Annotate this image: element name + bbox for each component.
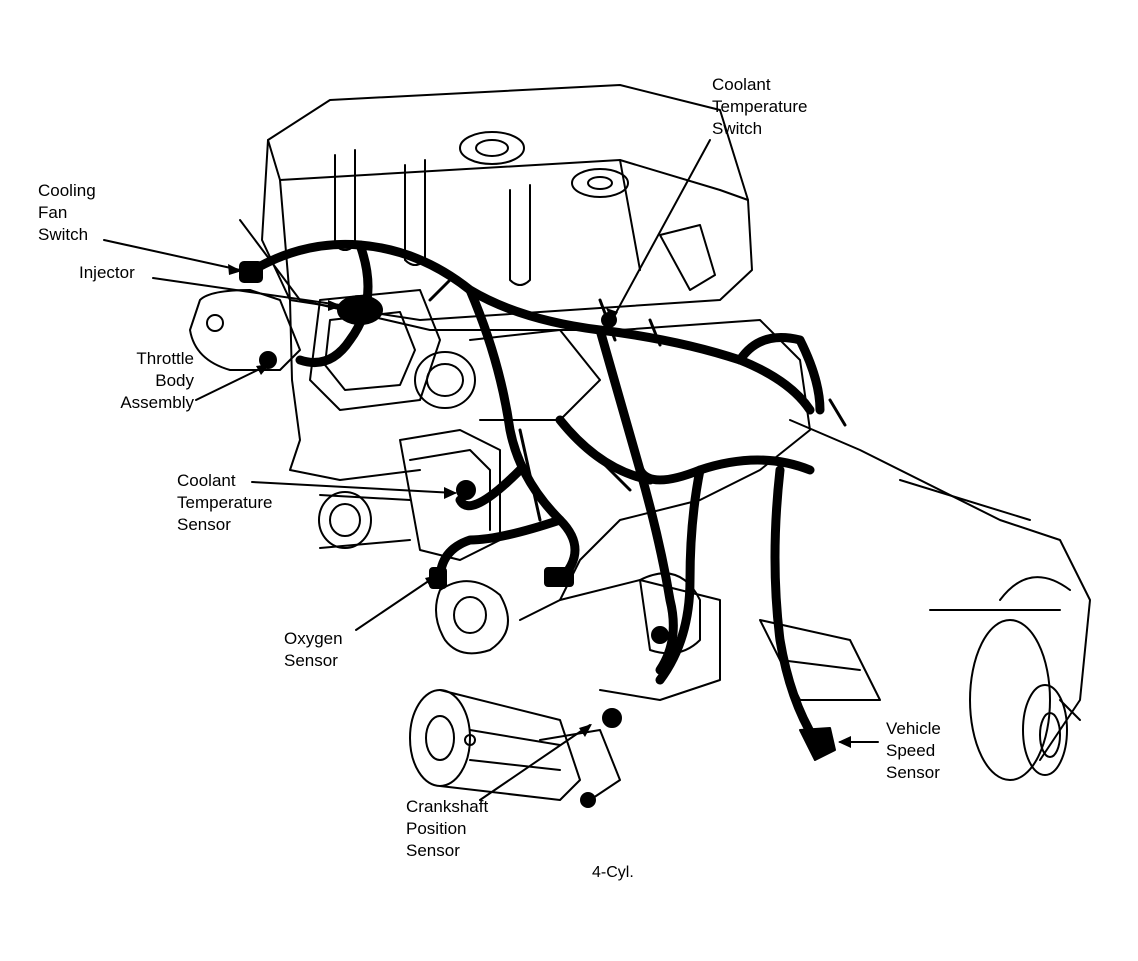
- label-line: Assembly: [120, 393, 194, 412]
- label-line: Sensor: [406, 841, 460, 860]
- label-line: Vehicle: [886, 719, 941, 738]
- cooling-fan-switch-label: Cooling Fan Switch: [38, 180, 96, 246]
- label-line: Speed: [886, 741, 936, 760]
- label-line: Coolant: [712, 75, 771, 94]
- label-line: Cooling: [38, 181, 96, 200]
- leader-lines: [103, 139, 879, 801]
- label-line: Sensor: [177, 515, 231, 534]
- throttle-body-assembly-label: Throttle Body Assembly: [100, 348, 194, 414]
- diagram-caption: 4-Cyl.: [592, 864, 634, 881]
- coolant-temperature-sensor-label: Coolant Temperature Sensor: [177, 470, 272, 536]
- label-line: Position: [406, 819, 467, 838]
- label-line: Sensor: [886, 763, 940, 782]
- label-line: Throttle: [136, 349, 194, 368]
- label-line: Switch: [712, 119, 763, 138]
- engine-block: [189, 219, 811, 701]
- label-line: Temperature: [177, 493, 273, 512]
- crankshaft-position-sensor-label: Crankshaft Position Sensor: [406, 796, 488, 862]
- oxygen-sensor-label: Oxygen Sensor: [284, 628, 343, 672]
- leader-arrowheads: [228, 264, 851, 748]
- vehicle-speed-sensor-label: Vehicle Speed Sensor: [886, 718, 941, 784]
- label-line: Sensor: [284, 651, 338, 670]
- wiring-harness: [240, 239, 825, 745]
- label-line: Body: [155, 371, 194, 390]
- starter-motor: [409, 689, 621, 801]
- label-line: Injector: [79, 263, 135, 282]
- label-line: Coolant: [177, 471, 236, 490]
- valve-cover: [261, 84, 753, 321]
- label-line: Crankshaft: [406, 797, 489, 816]
- injector-label: Injector: [79, 262, 135, 284]
- coolant-temperature-switch-label: Coolant Temperature Switch: [712, 74, 807, 140]
- label-line: Switch: [38, 225, 89, 244]
- components: [239, 261, 836, 808]
- label-line: Oxygen: [284, 629, 343, 648]
- label-line: Temperature: [712, 97, 808, 116]
- label-line: Fan: [38, 203, 68, 222]
